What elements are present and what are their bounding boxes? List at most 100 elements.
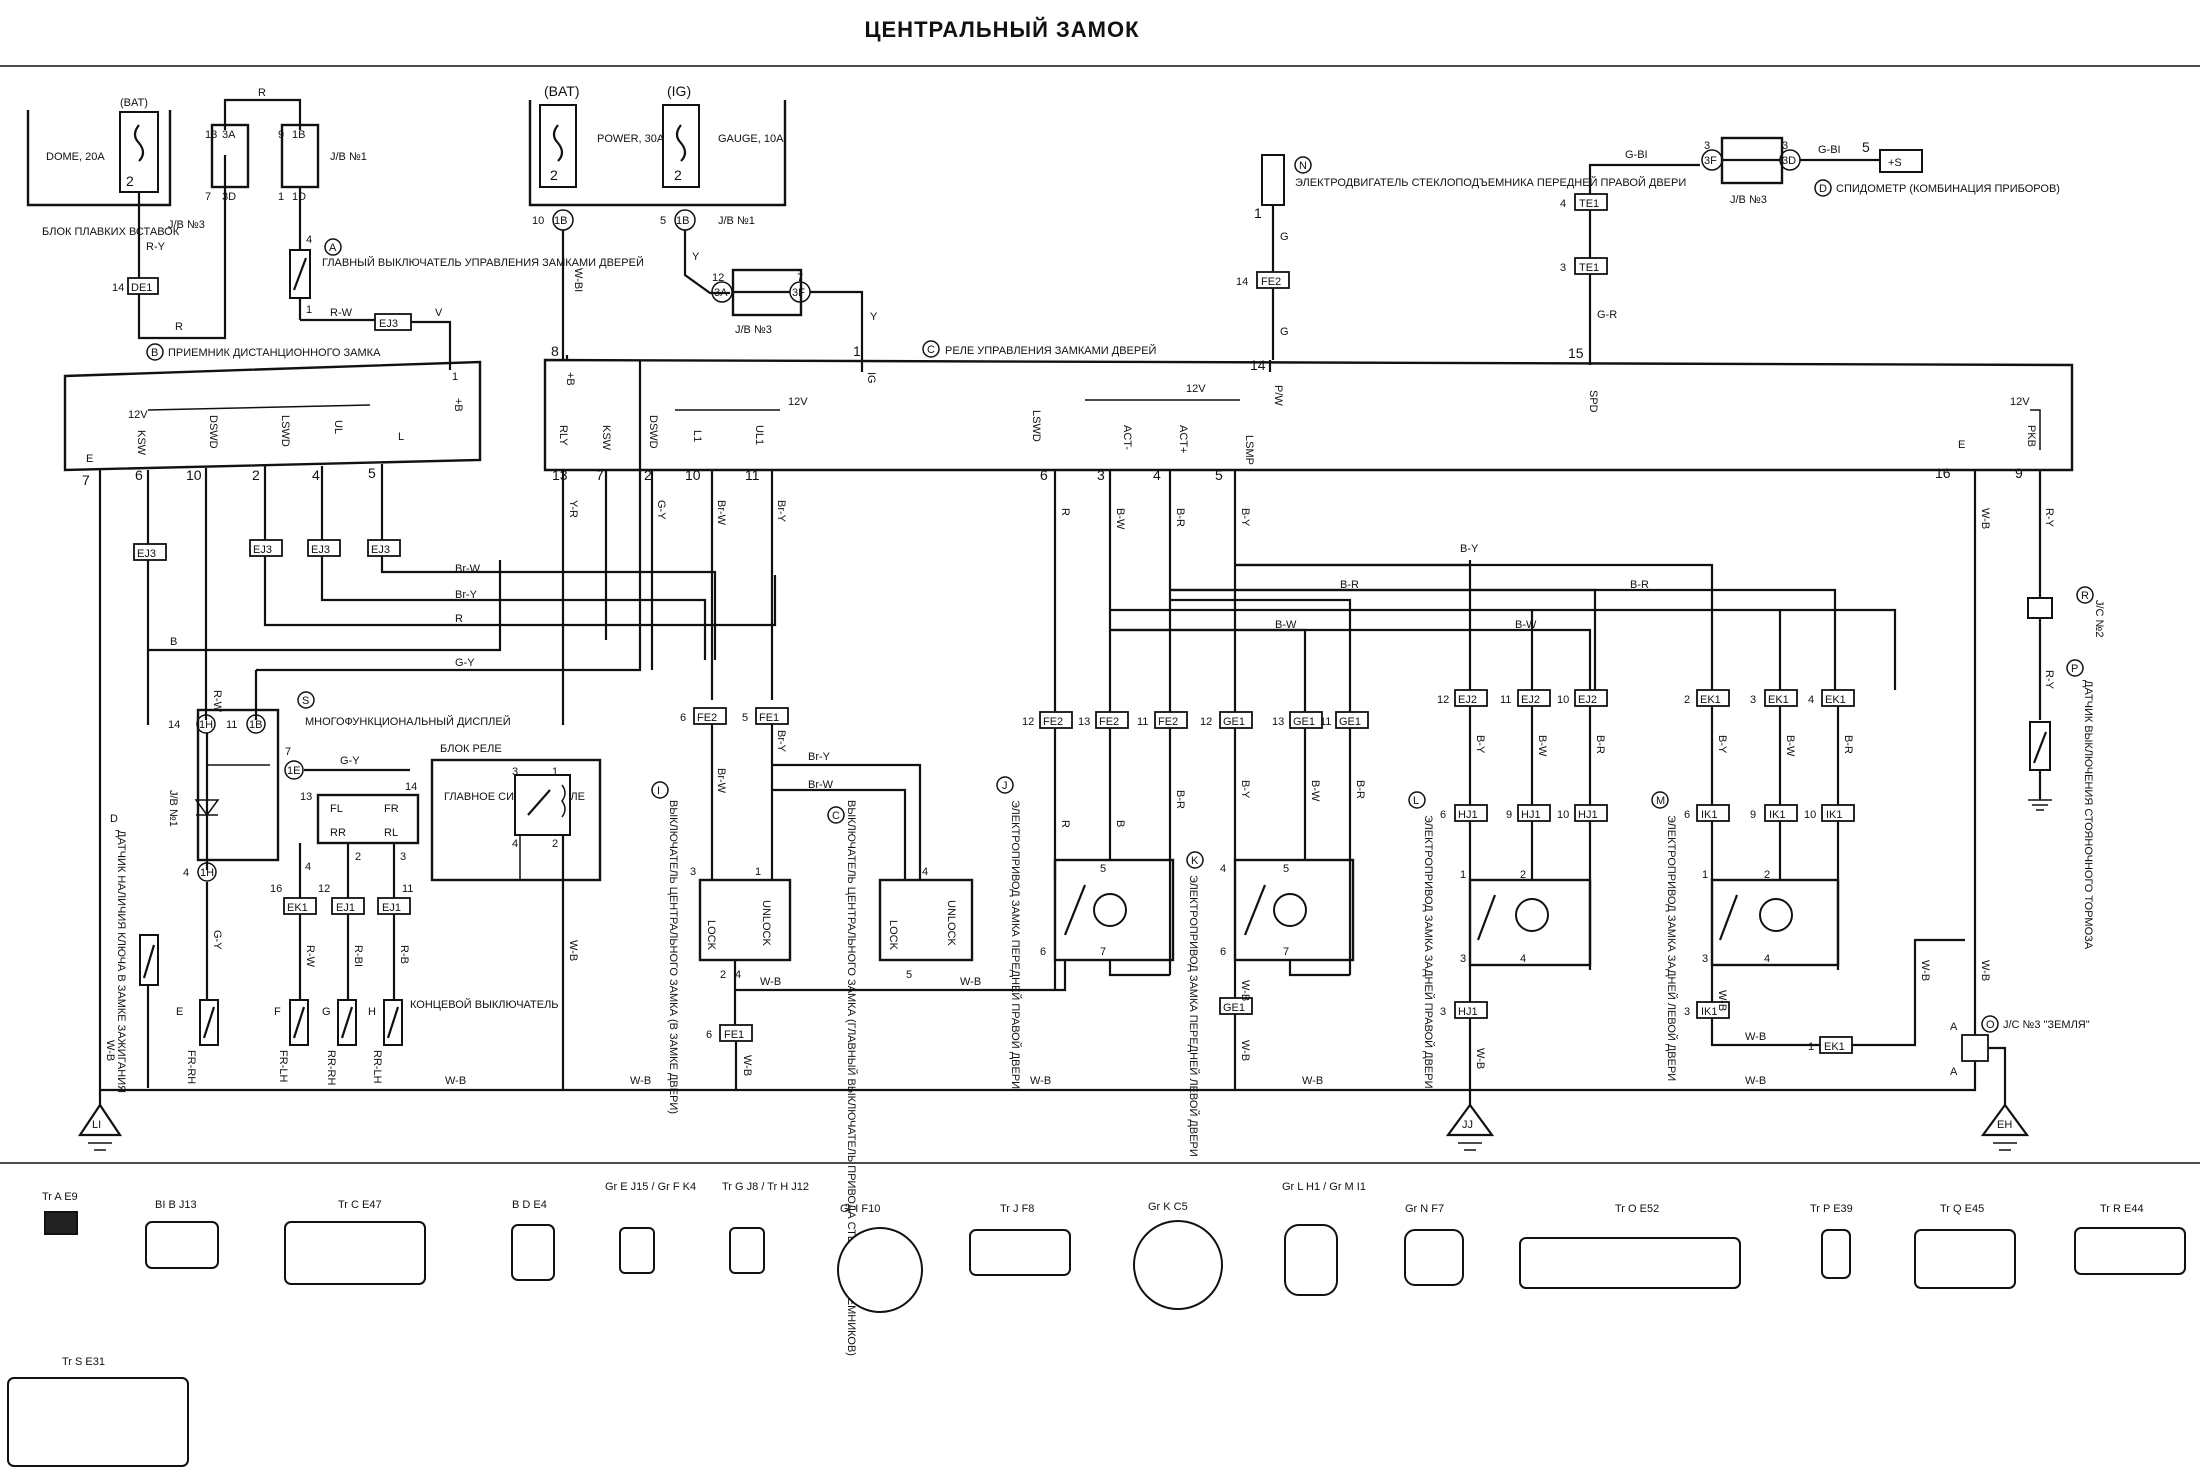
grounds: LI JJ EH (77, 1103, 2030, 1151)
relay-label-act-plus: ACT+ (1177, 425, 1189, 453)
remote-receiver: B ПРИЕМНИК ДИСТАНЦИОННОГО ЗАМКА 1 +B 12V… (63, 343, 482, 1105)
svg-text:EJ2: EJ2 (1458, 694, 1477, 706)
relay-12v-b: 12V (1186, 383, 1206, 395)
md-pin-14: 14 (168, 719, 180, 731)
md-box-rl: RL (384, 827, 398, 839)
act-m-label: ЭЛЕКТРОПРИВОД ЗАМКА ЗАДНЕЙ ЛЕВОЙ ДВЕРИ (1665, 815, 1678, 1081)
speedo-connector-a: TE1 (1579, 198, 1599, 210)
act-l-pin-2: 2 (1520, 869, 1526, 881)
speedo-connector-pin-a: 4 (1560, 198, 1566, 210)
svg-text:W-B: W-B (741, 1055, 753, 1076)
act-j-wire-br: B-R (1174, 790, 1186, 809)
svg-text:11: 11 (1320, 716, 1331, 728)
receiver-pin-4: 4 (312, 467, 320, 483)
receiver-connectors: EJ3 EJ3 EJ3 EJ3 Br-W Br-Y R B G-Y (133, 360, 777, 725)
multi-display: S МНОГОФУНКЦИОНАЛЬНЫЙ ДИСПЛЕЙ 14 1H 11 1… (167, 690, 511, 1000)
relay-pin-14: 14 (1250, 357, 1266, 373)
speedometer-feed: G-BI 3 3F 3 3D J/B №3 G-BI 5 +S D СПИДОМ… (1560, 136, 2060, 365)
rr-rh-tag: G (322, 1006, 331, 1018)
svg-text:11: 11 (1137, 716, 1148, 728)
key-sensor: ДАТЧИК НАЛИЧИЯ КЛЮЧА В ЗАМКЕ ЗАЖИГАНИЯ D… (104, 813, 159, 1093)
svg-text:W-B: W-B (1239, 980, 1251, 1001)
main-switch-wire-v: V (435, 307, 443, 319)
jc2-tag: R (2081, 590, 2089, 602)
gauge-fuse-name: GAUGE, 10A (718, 133, 784, 145)
door-pin-2: 2 (355, 851, 361, 863)
gauge-fuse-pin: 2 (674, 167, 682, 183)
park-brake-sensor: R J/C №2 R-Y P ДАТЧИК ВЫКЛЮЧЕНИЯ СТОЯНОЧ… (2027, 586, 2105, 950)
jb3-label: J/B №3 (168, 219, 205, 231)
jb3-mid-pin-3a: 3A (714, 287, 728, 299)
legend-gh: Tr G J8 / Tr H J12 (722, 1181, 809, 1193)
fuse-pin: 2 (126, 173, 134, 189)
key-sensor-wire: W-B (104, 1040, 116, 1061)
window-switch-pin-5: 5 (906, 969, 912, 981)
act-m-pin-2: 2 (1764, 869, 1770, 881)
svg-text:FE2: FE2 (1043, 716, 1063, 728)
act-m-pin-4: 4 (1764, 953, 1770, 965)
svg-text:EJ1: EJ1 (382, 902, 401, 914)
svg-text:EK1: EK1 (287, 902, 308, 914)
svg-text:13: 13 (1078, 716, 1090, 728)
svg-text:EJ3: EJ3 (253, 544, 272, 556)
act-k-pin-7: 7 (1283, 946, 1289, 958)
svg-text:G: G (1280, 326, 1289, 338)
act-j-pin-5: 5 (1100, 863, 1106, 875)
jb3-mid-wire: Y (870, 311, 878, 323)
act-k-pin-6: 6 (1220, 946, 1226, 958)
svg-text:13: 13 (1272, 716, 1284, 728)
md-pin-7: 7 (285, 746, 291, 758)
svg-text:R: R (1059, 508, 1071, 516)
wire-b: B (170, 636, 177, 648)
legend-lm: Gr L H1 / Gr M I1 (1282, 1181, 1366, 1193)
jb3-mid-pin-7: 7 (797, 272, 803, 284)
front-switch-pin-a: 6 (680, 712, 686, 724)
relay-pin-3: 3 (1097, 467, 1105, 483)
park-brake-label: ДАТЧИК ВЫКЛЮЧЕНИЯ СТОЯНОЧНОГО ТОРМОЗА (2082, 680, 2094, 950)
legend-i: Gr I F10 (840, 1203, 880, 1215)
svg-text:G-Y: G-Y (211, 930, 223, 950)
relay-label-l1: L1 (691, 430, 703, 442)
gauge-fuse-out: 1B (676, 215, 689, 227)
ground-jc-tag: O (1986, 1019, 1995, 1031)
svg-text:GE1: GE1 (1223, 1002, 1245, 1014)
jb1-pin-a: 9 (278, 129, 284, 141)
svg-text:IK1: IK1 (1826, 809, 1843, 821)
svg-text:2: 2 (1684, 694, 1690, 706)
relay-pin-1: 1 (853, 343, 861, 359)
front-switch-conn-fe1-pin: 6 (706, 1029, 712, 1041)
act-k-pin-5: 5 (1283, 863, 1289, 875)
act-m-pin-1: 1 (1702, 869, 1708, 881)
svg-text:W-B: W-B (960, 976, 981, 988)
act-l-tag: L (1413, 795, 1419, 807)
multi-display-label: МНОГОФУНКЦИОНАЛЬНЫЙ ДИСПЛЕЙ (305, 715, 511, 728)
svg-text:W-B: W-B (1716, 990, 1728, 1011)
md-box-fl: FL (330, 803, 343, 815)
relay-pin-11: 11 (745, 467, 760, 483)
md-jb: J/B №1 (167, 790, 179, 827)
window-motor-tag: N (1299, 160, 1307, 172)
window-switch-label: ВЫКЛЮЧАТЕЛЬ ЦЕНТРАЛЬНОГО ЗАМКА (ГЛАВНЫЙ … (845, 800, 858, 1356)
speedo-wire: G-BI (1625, 149, 1648, 161)
svg-text:EJ3: EJ3 (371, 544, 390, 556)
svg-text:6: 6 (1684, 809, 1690, 821)
speedo-pin-3: 3 (1704, 140, 1710, 152)
speedo-wire-b: G-BI (1818, 144, 1841, 156)
relay-pin-9: 9 (2015, 465, 2023, 481)
fuse-bat-label: (BAT) (120, 97, 148, 109)
ground-jc-label: J/C №3 "ЗЕМЛЯ" (2003, 1019, 2090, 1031)
svg-text:W-B: W-B (445, 1075, 466, 1087)
md-box-fr: FR (384, 803, 399, 815)
svg-text:G-Y: G-Y (340, 755, 360, 767)
relay-block-pin-1: 1 (552, 766, 558, 778)
svg-text:G-Y: G-Y (655, 500, 667, 520)
jb1-pin-c: 1 (278, 191, 284, 203)
rr-rh-name: RR-RH (325, 1050, 337, 1085)
relay-pin-13: 13 (552, 467, 568, 483)
wire-br-y: Br-Y (455, 589, 478, 601)
receiver-label-dswd: DSWD (207, 415, 219, 449)
speedo-tag: D (1819, 183, 1827, 195)
speedo-pin-3f: 3F (1704, 155, 1717, 167)
receiver-label-ul: UL (332, 420, 344, 434)
receiver-label-lswd: LSWD (279, 415, 291, 447)
